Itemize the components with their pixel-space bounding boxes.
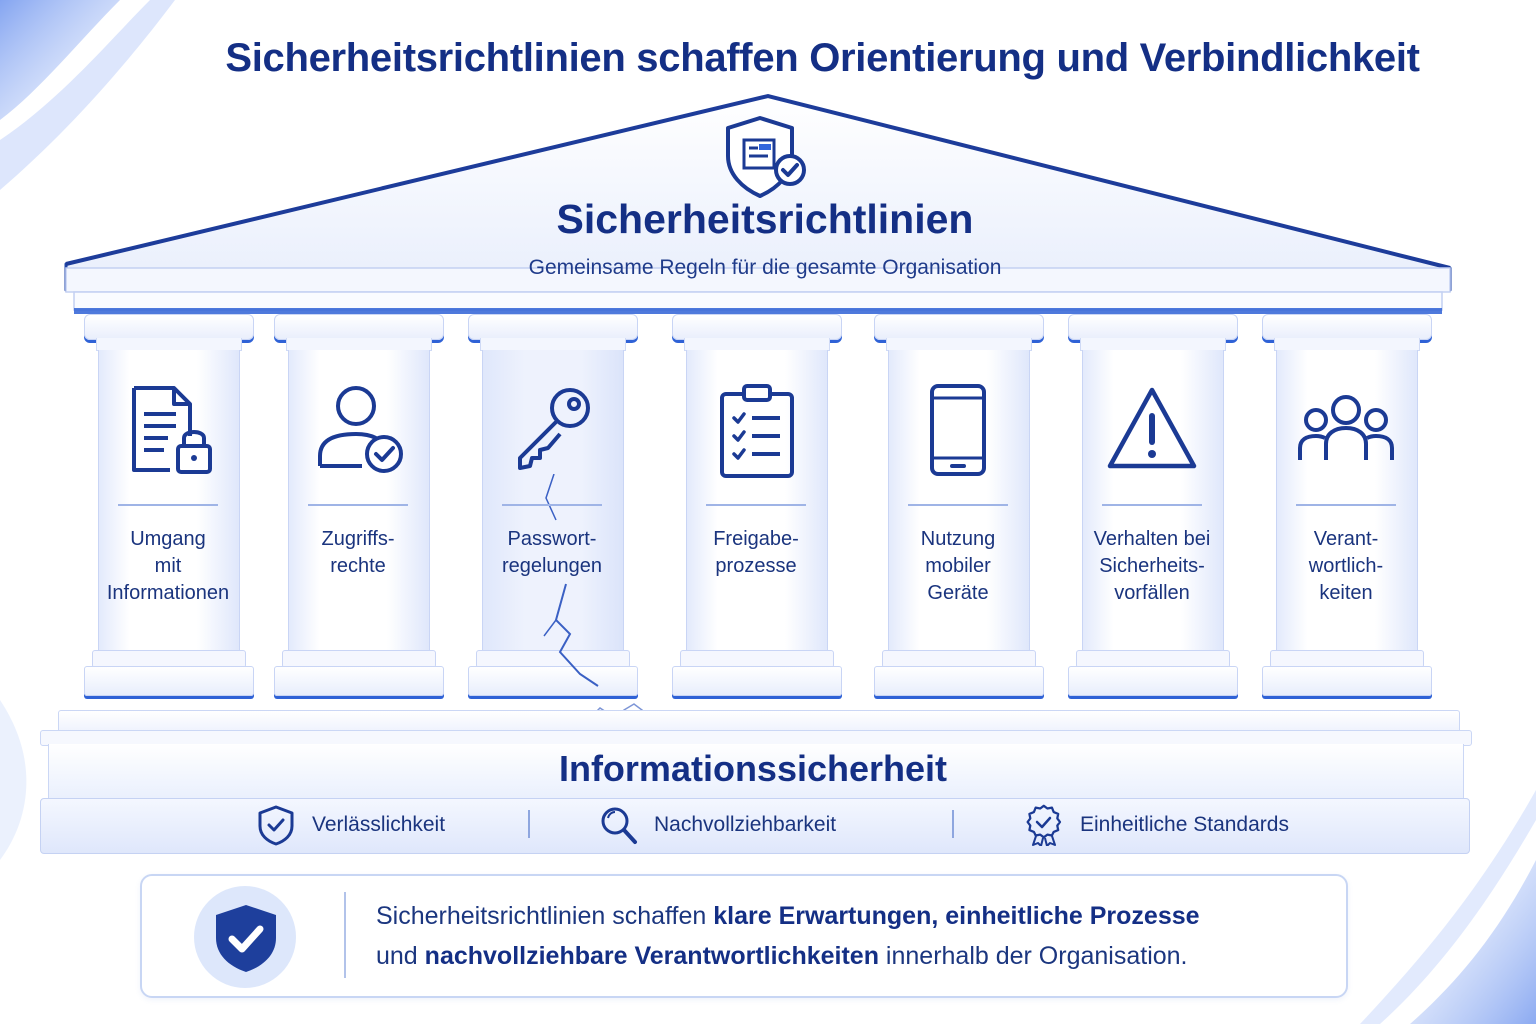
group-icon	[1298, 395, 1394, 460]
pillar-incident-behaviour: Verhalten bei Sicherheits- vorfällen	[1068, 314, 1238, 710]
summary-text-part: innerhalb der Organisation.	[878, 942, 1188, 970]
summary-divider	[344, 892, 346, 978]
pillar-label: Verant- wortlich- keiten	[1308, 528, 1384, 604]
shield-check-icon	[216, 905, 276, 972]
page-title: Sicherheitsrichtlinien schaffen Orientie…	[225, 36, 1420, 80]
magnifier-icon	[601, 807, 637, 844]
roof-title: Sicherheitsrichtlinien	[556, 196, 974, 242]
pillar-information-handling: Umgang mit Informationen	[84, 314, 254, 710]
value-separator	[952, 810, 954, 838]
pillar-password-rules: Passwort- regelungen	[468, 314, 638, 710]
smartphone-icon	[930, 384, 986, 476]
value-separator	[528, 810, 530, 838]
pillar-label: Zugriffs- rechte	[321, 528, 395, 577]
shield-document-check-icon	[726, 116, 806, 198]
pillar-mobile-devices: Nutzung mobiler Geräte	[874, 314, 1044, 710]
pillar-access-rights: Zugriffs- rechte	[274, 314, 444, 710]
value-label: Einheitliche Standards	[1080, 813, 1289, 836]
roof-subtitle: Gemeinsame Regeln für die gesamte Organi…	[528, 256, 1002, 279]
document-lock-icon	[132, 386, 212, 474]
summary-text: Sicherheitsrichtlinien schaffen klare Er…	[376, 896, 1336, 976]
pillar-label: Freigabe- prozesse	[713, 528, 799, 577]
value-label: Verlässlichkeit	[312, 813, 446, 836]
pillar-responsibilities: Verant- wortlich- keiten	[1262, 314, 1432, 710]
key-icon	[518, 388, 590, 470]
crack-decoration	[543, 474, 599, 687]
pillar-label: Nutzung mobiler Geräte	[920, 528, 996, 604]
pillar-approval-processes: Freigabe- prozesse	[672, 314, 842, 710]
summary-text-part: Sicherheitsrichtlinien schaffen	[376, 902, 714, 930]
pillar-label: Verhalten bei Sicherheits- vorfällen	[1093, 528, 1211, 604]
pillar-label: Umgang mit Informationen	[106, 528, 230, 604]
pillar-label: Passwort- regelungen	[501, 528, 603, 577]
foundation-body	[48, 744, 1464, 798]
value-standards: Einheitliche Standards	[1024, 800, 1289, 850]
summary-text-part: und	[376, 942, 425, 970]
summary-emphasis: klare Erwartungen, einheitliche Prozesse	[713, 902, 1200, 930]
value-reliability: Verlässlichkeit	[256, 800, 445, 850]
clipboard-checklist-icon	[720, 384, 794, 478]
award-badge-icon	[1026, 804, 1062, 846]
foundation-title: Informationssicherheit	[558, 748, 948, 789]
summary-box: Sicherheitsrichtlinien schaffen klare Er…	[140, 874, 1348, 998]
value-traceability: Nachvollziehbarkeit	[598, 800, 836, 850]
warning-triangle-icon	[1107, 387, 1197, 469]
shield-check-icon	[258, 805, 294, 846]
summary-emphasis: nachvollziehbare Verantwortlichkeiten	[424, 942, 879, 970]
user-check-icon	[318, 386, 403, 473]
value-label: Nachvollziehbarkeit	[654, 813, 837, 836]
